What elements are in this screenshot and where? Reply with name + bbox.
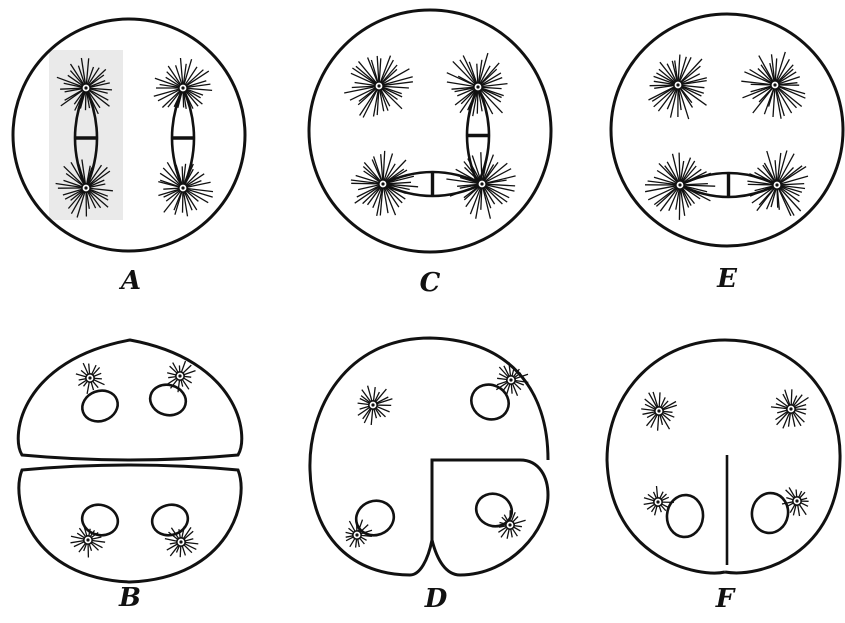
panel-label-e: E <box>717 264 737 294</box>
panel-label-b: B <box>119 583 141 613</box>
cell-outline-f <box>607 340 840 573</box>
aster-e4 <box>747 151 808 216</box>
aster-a4 <box>158 162 213 216</box>
aster-a3 <box>154 58 212 109</box>
aster-d1 <box>358 386 393 425</box>
cell-half-b-top <box>18 340 241 460</box>
aster-c1 <box>344 56 413 118</box>
nucleus-b3 <box>79 501 122 539</box>
aster-e3 <box>645 153 715 220</box>
aster-c2 <box>447 53 508 116</box>
cell-half-b-bottom <box>19 465 241 582</box>
aster-f1 <box>641 392 677 431</box>
panel-label-d: D <box>425 584 448 614</box>
aster-c4 <box>446 152 515 219</box>
panel-label-a: A <box>121 266 141 296</box>
nucleus-b1 <box>78 386 122 427</box>
aster-c3 <box>351 151 418 216</box>
cell-outline-a <box>13 19 245 251</box>
panel-label-f: F <box>716 584 734 614</box>
nucleus-f1 <box>665 494 705 539</box>
aster-b1 <box>76 363 105 394</box>
panel-label-c: C <box>420 268 441 298</box>
aster-e2 <box>741 52 805 119</box>
aster-b2 <box>167 361 196 392</box>
aster-f2 <box>771 389 809 428</box>
cell-outline-e <box>611 14 843 246</box>
aster-e1 <box>649 55 707 120</box>
nucleus-f2 <box>749 490 791 536</box>
nucleus-b2 <box>147 381 190 419</box>
aster-f3 <box>644 486 674 515</box>
cell-outline-c <box>309 10 551 252</box>
